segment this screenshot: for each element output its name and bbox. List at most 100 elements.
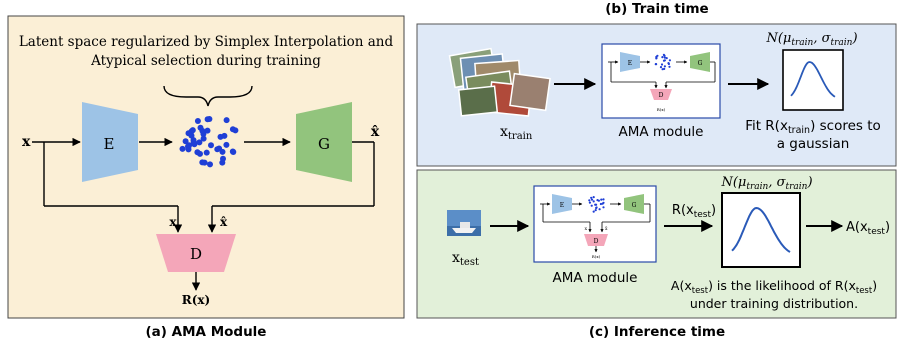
train-image-stack	[448, 47, 551, 117]
latent-dot	[594, 209, 597, 212]
latent-dot	[662, 53, 666, 57]
latent-dot	[186, 142, 193, 149]
test-ama-module: E G x x̂ D R(x)	[533, 185, 657, 263]
latent-dot	[655, 63, 658, 66]
train-mini-generator	[690, 52, 710, 72]
test-mini-r-label: R(x)	[592, 254, 601, 259]
encoder-block	[82, 102, 138, 182]
latent-dot	[661, 68, 664, 71]
latent-dot	[588, 201, 592, 204]
latent-dot	[602, 198, 605, 201]
panel-a: Latent space regularized by Simplex Inte…	[7, 15, 405, 340]
train-mini-latent-dots	[654, 53, 672, 71]
test-mini-e-label: E	[560, 202, 564, 209]
latent-dot	[595, 206, 598, 210]
test-mini-generator	[624, 194, 644, 214]
latent-dot	[221, 132, 228, 139]
likelihood-note-line2: under training distribution.	[690, 296, 858, 311]
x-train-label: xtrain	[500, 124, 533, 142]
panel-c: xtest E G x x̂ D R(x) AMA	[416, 169, 897, 340]
test-mini-latent-dots	[588, 196, 605, 213]
train-ama-module: E G D R(x)	[601, 43, 721, 119]
train-gaussian-curve	[790, 61, 836, 98]
latent-dot	[223, 141, 230, 148]
latent-dot	[194, 118, 201, 124]
latent-dot	[592, 200, 595, 203]
latent-dot	[592, 210, 595, 213]
test-mini-x-label: x	[584, 227, 587, 232]
latent-dot	[220, 155, 226, 162]
r-test-label: R(xtest)	[672, 203, 716, 220]
latent-dot	[597, 199, 601, 202]
train-mini-g-label: G	[698, 60, 703, 67]
latent-dot	[598, 208, 601, 211]
fit-caption-line2: a gaussian	[777, 136, 850, 152]
latent-dot	[190, 139, 197, 146]
test-module-label: AMA module	[552, 270, 637, 286]
latent-dot	[663, 59, 667, 62]
latent-dot	[229, 126, 236, 133]
latent-title-line1: Latent space regularized by Simplex Inte…	[19, 34, 394, 50]
x-test-label: xtest	[452, 250, 479, 268]
latent-dots	[179, 116, 239, 168]
latent-dot	[599, 202, 603, 206]
latent-dot	[592, 196, 595, 199]
latent-dot	[659, 66, 663, 69]
latent-dot	[200, 135, 207, 142]
latent-dot	[207, 161, 213, 168]
test-image	[447, 210, 481, 236]
latent-dot	[588, 199, 591, 202]
latent-dot	[214, 146, 221, 153]
train-gaussian-box	[782, 49, 844, 111]
panel-a-caption: (a) AMA Module	[146, 324, 267, 340]
latent-dot	[668, 59, 672, 62]
fit-caption-line1: Fit R(xtrain) scores to	[745, 118, 881, 136]
test-mini-xhat-label: x̂	[605, 226, 608, 232]
latent-dot	[590, 198, 594, 201]
latent-dot	[661, 56, 664, 59]
train-distribution-label: N(μtrain, σtrain)	[765, 31, 857, 48]
output-label: R(x)	[182, 293, 210, 307]
recon-label: x̂	[371, 124, 380, 140]
train-mini-d-label: D	[659, 92, 664, 99]
latent-brace	[163, 85, 253, 107]
test-distribution-label: N(μtrain, σtrain)	[720, 175, 812, 192]
latent-dot	[197, 150, 203, 157]
a-test-label: A(xtest)	[846, 220, 890, 237]
panel-c-caption: (c) Inference time	[589, 324, 725, 340]
latent-dot	[601, 202, 604, 205]
test-gaussian-box	[721, 192, 801, 268]
latent-dot	[201, 159, 208, 166]
train-mini-encoder	[620, 52, 640, 72]
input-x-label: x	[22, 134, 31, 150]
latent-dot	[667, 62, 671, 66]
test-gaussian-curve	[731, 206, 791, 253]
latent-title-line2: Atypical selection during training	[90, 53, 321, 69]
latent-dot	[663, 56, 667, 59]
latent-dot	[590, 196, 593, 199]
latent-dot	[668, 65, 671, 68]
latent-dot	[230, 149, 237, 155]
latent-dot	[208, 142, 214, 149]
test-mini-g-label: G	[632, 202, 637, 209]
panel-b-caption: (b) Train time	[605, 1, 708, 17]
panel-b: (b) Train time xtrain E G	[416, 1, 897, 167]
encoder-label: E	[104, 135, 115, 153]
latent-dot	[223, 117, 230, 124]
latent-dot	[182, 138, 189, 145]
latent-dot	[219, 148, 226, 155]
latent-dot	[663, 65, 667, 68]
latent-dot	[189, 127, 196, 134]
d-input-x-label: x	[169, 215, 177, 229]
discriminator-block	[156, 234, 236, 272]
latent-dot	[188, 132, 195, 139]
generator-label: G	[318, 135, 330, 153]
latent-dot	[602, 206, 605, 209]
discriminator-label: D	[190, 245, 202, 263]
latent-dot	[590, 204, 593, 207]
latent-dot	[600, 198, 603, 201]
latent-dot	[665, 57, 668, 60]
likelihood-note-line1: A(xtest) is the likelihood of R(xtest)	[671, 278, 877, 296]
latent-dot	[204, 116, 211, 123]
